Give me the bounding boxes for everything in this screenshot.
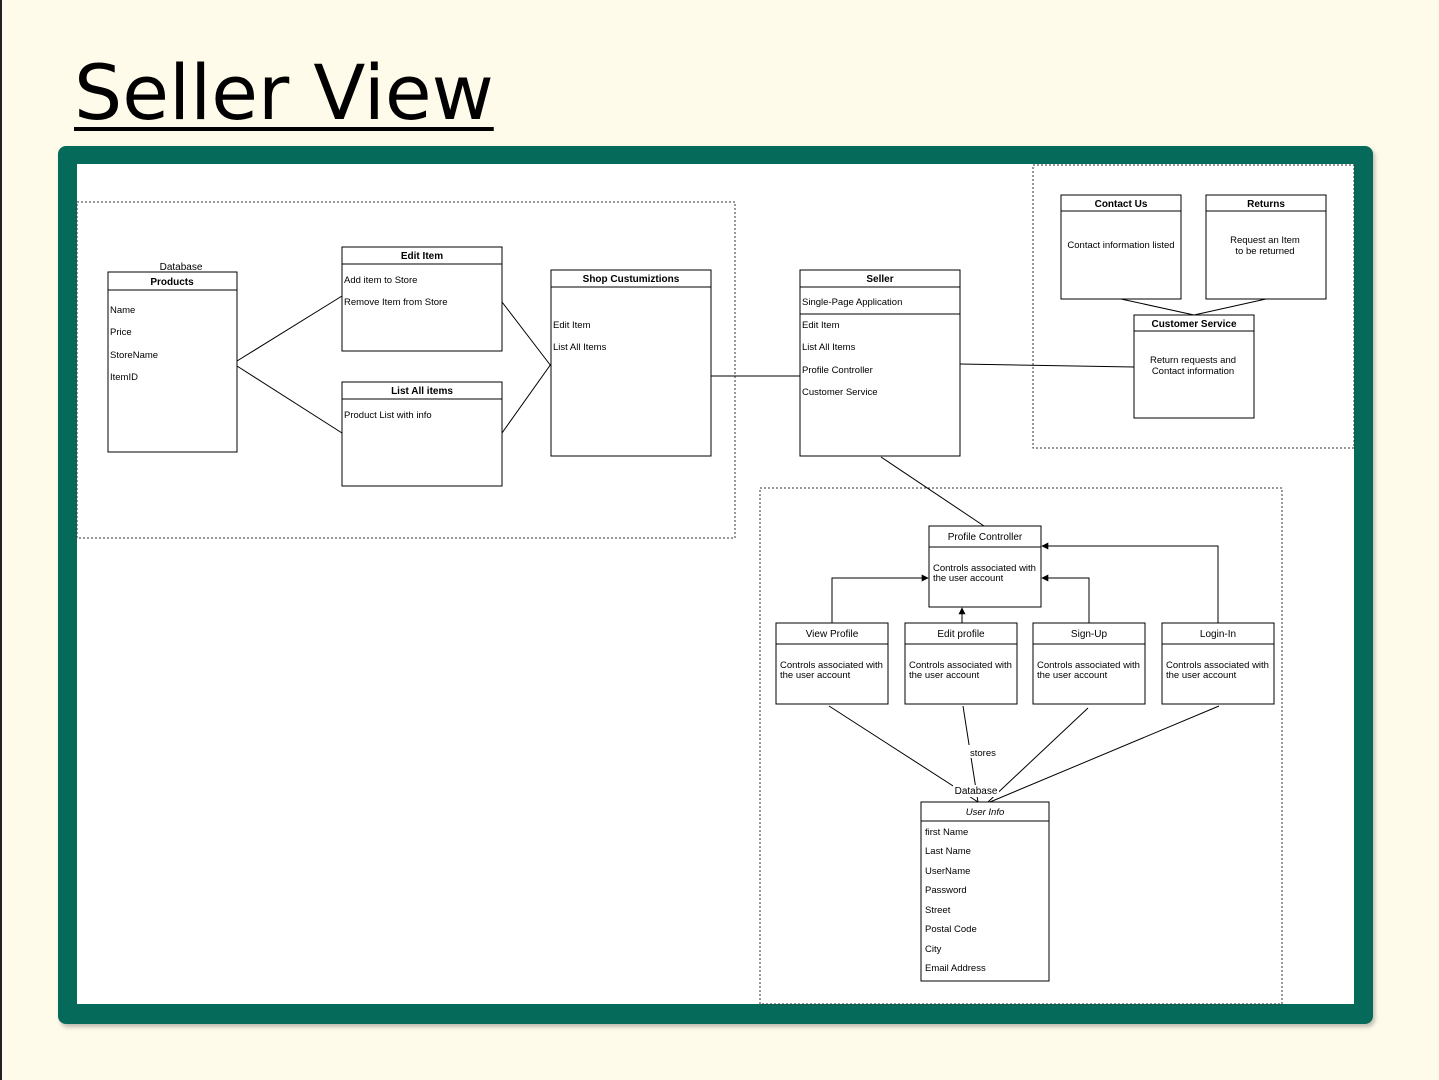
arrow-sign-up-to-controller (1041, 574, 1090, 623)
view-profile-body-line: Controls associated with (780, 660, 883, 671)
seller-class: Seller Single-Page Application Edit Item… (799, 269, 961, 457)
customer-service-body-line: Contact information (1152, 366, 1234, 377)
returns-body-line: to be returned (1235, 246, 1294, 257)
list-all-items-title: List All items (391, 386, 453, 397)
products-field: Price (110, 327, 132, 338)
returns-body-line: Request an Item (1230, 235, 1300, 246)
connector-sign-up-user-info (987, 707, 1089, 803)
user-info-field: Postal Code (925, 924, 977, 935)
customer-service-title: Customer Service (1151, 319, 1236, 330)
edit-profile-body-line: Controls associated with (909, 660, 1012, 671)
user-info-field: Street (925, 905, 951, 916)
contact-us-body: Contact information listed (1067, 240, 1174, 251)
list-all-items-class: List All items Product List with info (341, 381, 503, 487)
connector-edit-item-shop (501, 301, 552, 367)
user-info-title: User Info (966, 807, 1005, 818)
login-class: Login-In Controls associated with the us… (1161, 622, 1275, 705)
returns-class: Returns Request an Item to be returned (1205, 194, 1327, 300)
user-info-field: Password (925, 885, 967, 896)
connector-login-user-info (989, 705, 1220, 803)
user-info-field: Email Address (925, 963, 986, 974)
products-database-caption: Database (160, 262, 203, 273)
products-field: StoreName (110, 350, 158, 361)
user-info-field: first Name (925, 827, 968, 838)
view-profile-class: View Profile Controls associated with th… (775, 622, 889, 705)
edit-item-class: Edit Item Add item to Store Remove Item … (341, 246, 503, 352)
connector-products-edit-item (236, 295, 343, 362)
user-info-field: UserName (925, 866, 970, 877)
user-info-field: Last Name (925, 846, 971, 857)
sign-up-body-line: the user account (1037, 670, 1108, 681)
stores-association-label: stores (970, 748, 996, 759)
user-info-database-caption: Database (955, 786, 998, 797)
contact-us-title: Contact Us (1095, 199, 1148, 210)
shop-customizations-title: Shop Custumiztions (583, 274, 680, 285)
diagram-canvas (77, 164, 1354, 1004)
edit-profile-class: Edit profile Controls associated with th… (904, 622, 1018, 705)
profile-controller-title: Profile Controller (948, 532, 1023, 543)
arrow-view-profile-to-controller (831, 574, 929, 623)
edit-item-title: Edit Item (401, 251, 443, 262)
profile-controller-body-line: the user account (933, 573, 1004, 584)
shop-customizations-row: Edit Item (553, 320, 591, 331)
sign-up-body-line: Controls associated with (1037, 660, 1140, 671)
seller-row: Profile Controller (802, 365, 873, 376)
seller-row: Customer Service (802, 387, 878, 398)
customer-service-body-line: Return requests and (1150, 355, 1236, 366)
edit-profile-title: Edit profile (937, 629, 985, 640)
seller-title: Seller (866, 274, 893, 285)
edit-item-row: Add item to Store (344, 275, 417, 286)
group-boundary-customer-service (1032, 164, 1355, 449)
slide-title: Seller View (74, 48, 494, 137)
edit-item-row: Remove Item from Store (344, 297, 447, 308)
returns-title: Returns (1247, 199, 1285, 210)
products-title: Products (150, 277, 194, 288)
login-body-line: the user account (1166, 670, 1237, 681)
list-all-items-row: Product List with info (344, 410, 432, 421)
products-field: ItemID (110, 372, 138, 383)
connector-returns-customer-service (1193, 298, 1267, 316)
login-body-line: Controls associated with (1166, 660, 1269, 671)
connector-contact-us-customer-service (1120, 298, 1195, 316)
seller-row: Edit Item (802, 320, 840, 331)
user-info-class: Database User Info first Name Last Name … (920, 785, 1050, 982)
profile-controller-body-line: Controls associated with (933, 563, 1036, 574)
seller-row: List All Items (802, 342, 856, 353)
products-class: Database Products Name Price StoreName I… (107, 262, 238, 453)
contact-us-class: Contact Us Contact information listed (1060, 194, 1182, 300)
group-boundary-products (76, 201, 736, 539)
shop-customizations-class: Shop Custumiztions Edit Item List All It… (550, 269, 712, 457)
sign-up-title: Sign-Up (1071, 629, 1108, 640)
profile-controller-class: Profile Controller Controls associated w… (928, 525, 1042, 608)
view-profile-body-line: the user account (780, 670, 851, 681)
arrow-login-to-controller (1041, 542, 1219, 623)
sign-up-class: Sign-Up Controls associated with the use… (1032, 622, 1146, 705)
user-info-field: City (925, 944, 942, 955)
edit-profile-body-line: the user account (909, 670, 980, 681)
view-profile-title: View Profile (806, 629, 859, 640)
connector-products-list-all (236, 365, 343, 434)
connector-seller-profile-controller (880, 456, 985, 527)
customer-service-class: Customer Service Return requests and Con… (1133, 314, 1255, 419)
connector-list-all-shop (501, 363, 552, 434)
login-title: Login-In (1200, 629, 1236, 640)
products-field: Name (110, 305, 135, 316)
slide-left-edge (0, 0, 2, 1080)
connector-seller-customer-service (959, 363, 1135, 368)
shop-customizations-row: List All Items (553, 342, 607, 353)
seller-subtitle: Single-Page Application (802, 297, 902, 308)
group-boundary-profile (759, 487, 1283, 1005)
